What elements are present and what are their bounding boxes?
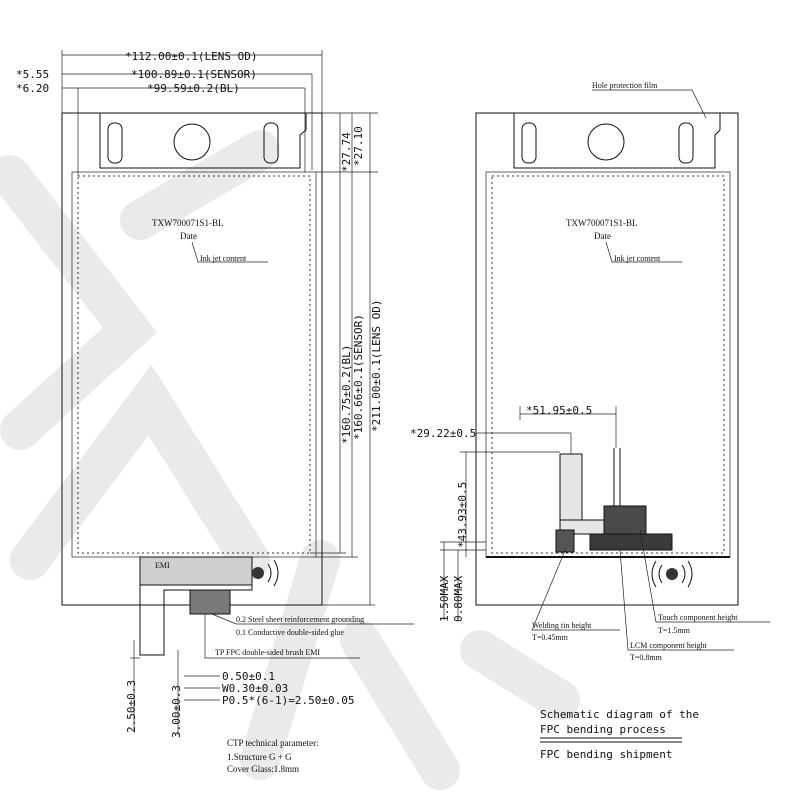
- left-date-label: Date: [180, 231, 197, 241]
- weld-height-label: Welding tin height: [532, 621, 592, 630]
- caption-schematic-line2: FPC bending process: [540, 723, 666, 736]
- dim-tab-length-2: 3.00±0.3: [170, 685, 183, 738]
- left-hole-film: [99, 113, 307, 169]
- dim-offset-6-20: *6.20: [16, 82, 49, 95]
- right-active-area: [491, 175, 725, 554]
- dim-51-95: *51.95±0.5: [526, 404, 592, 417]
- right-camera-hole: [587, 123, 625, 161]
- lcm-component: [589, 533, 673, 551]
- left-note-glue: 0.1 Conductive double-sided glue: [236, 628, 344, 637]
- left-active-area: [77, 175, 311, 554]
- dim-bl-width: *99.59±0.2(BL): [147, 82, 240, 95]
- dim-pitch: P0.5*(6-1)=2.50±0.05: [222, 694, 354, 707]
- dim-29-22: *29.22±0.5: [410, 427, 476, 440]
- touch-height-label: Touch component height: [658, 613, 738, 622]
- touch-height-value: T=1.5mm: [658, 626, 691, 635]
- touch-component: [603, 505, 647, 535]
- dim-27-10: *27.10: [352, 126, 365, 166]
- right-emi-waves-icon: [651, 560, 693, 588]
- dim-tab-length: 2.50±0.3: [125, 680, 138, 733]
- right-ground-icon: [666, 568, 678, 580]
- right-ink-leader: [605, 241, 682, 263]
- left-front-view: TXW700071S1-BL Date Ink jet content EMI …: [16, 50, 414, 774]
- left-ink-leader: [191, 241, 268, 263]
- hole-film-leader: [592, 89, 707, 119]
- lcm-height-label: LCM component height: [630, 641, 708, 650]
- right-part-number: TXW700071S1-BL: [566, 218, 638, 228]
- lcm-leader: [619, 549, 734, 651]
- left-fpc-leader: [204, 614, 360, 659]
- dim-lens-od-height: *211.00±0.1(LENS OD): [370, 300, 383, 432]
- captions: Schematic diagram of the FPC bending pro…: [540, 708, 699, 761]
- left-slot-right: [263, 122, 279, 164]
- left-steel-stiffener: [189, 589, 231, 615]
- welding-tin: [555, 529, 575, 553]
- hole-film-label: Hole protection film: [592, 81, 658, 90]
- left-steel-leader: [211, 613, 414, 625]
- dim-bl-height: *160.75±0.2(BL): [340, 345, 353, 444]
- left-note-steel: 0.2 Steel sheet reinforcement grounding: [236, 615, 364, 624]
- lcm-height-value: T=0.8mm: [630, 653, 663, 662]
- left-fpc-body: [139, 556, 253, 586]
- right-date-label: Date: [594, 231, 611, 241]
- touch-leader: [639, 529, 770, 623]
- caption-shipment: FPC bending shipment: [540, 748, 672, 761]
- right-slot-right: [678, 122, 694, 164]
- dim-lens-od-width: *112.00±0.1(LENS OD): [125, 50, 257, 63]
- left-fpc-label: EMI: [155, 561, 170, 570]
- right-slot-left: [521, 122, 537, 164]
- dim-43-93: *43.93±0.5: [456, 482, 469, 548]
- weld-leader: [531, 547, 620, 631]
- dim-0-80-max: 0.80MAX: [452, 575, 465, 622]
- left-ink-jet-label: Ink jet content: [200, 254, 247, 263]
- dim-1-50-max: 1.50MAX: [438, 575, 451, 622]
- dim-offset-5-55: *5.55: [16, 68, 49, 81]
- left-note-tp-fpc: TP FPC double-sided brush EMI: [215, 648, 320, 657]
- left-slot-left: [107, 122, 123, 164]
- dim-27-74: *27.74: [340, 132, 353, 172]
- ctp-structure: 1.Structure G + G: [227, 752, 292, 762]
- left-emi-waves-icon: [267, 559, 279, 587]
- right-lens-outline: [475, 112, 739, 606]
- caption-schematic-line1: Schematic diagram of the: [540, 708, 699, 721]
- left-camera-hole: [173, 123, 211, 161]
- left-part-number: TXW700071S1-BL: [152, 218, 224, 228]
- right-ink-jet-label: Ink jet content: [614, 254, 661, 263]
- watermark: [0, 130, 580, 790]
- right-front-view: Hole protection film TXW700071S1-BL Date…: [410, 81, 770, 662]
- dim-sensor-width: *100.89±0.1(SENSOR): [131, 68, 257, 81]
- weld-height-value: T=0.45mm: [532, 633, 569, 642]
- right-hole-film: [513, 113, 721, 169]
- ctp-cover-glass: Cover Glass:1.8mm: [227, 764, 299, 774]
- left-ground-icon: [252, 567, 264, 579]
- ctp-title: CTP technical parameter:: [227, 738, 319, 748]
- right-bl-outline: [485, 171, 731, 558]
- dim-pad-width: 0.50±0.1: [222, 670, 275, 683]
- dim-wire-width: W0.30±0.03: [222, 682, 288, 695]
- dim-sensor-height: *160.66±0.1(SENSOR): [352, 314, 365, 440]
